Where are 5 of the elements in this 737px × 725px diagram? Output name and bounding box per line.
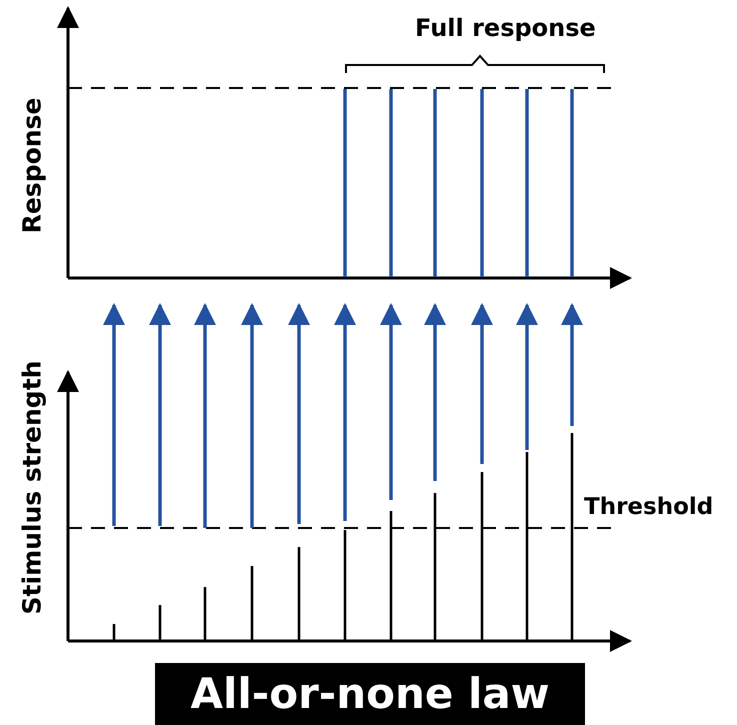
axis-label: Response — [17, 97, 46, 233]
bracket-label: Full response — [415, 14, 596, 42]
title-banner: All-or-none law — [155, 663, 585, 725]
threshold-label: Threshold — [584, 494, 714, 520]
axis-label: Stimulus strength — [17, 360, 46, 614]
